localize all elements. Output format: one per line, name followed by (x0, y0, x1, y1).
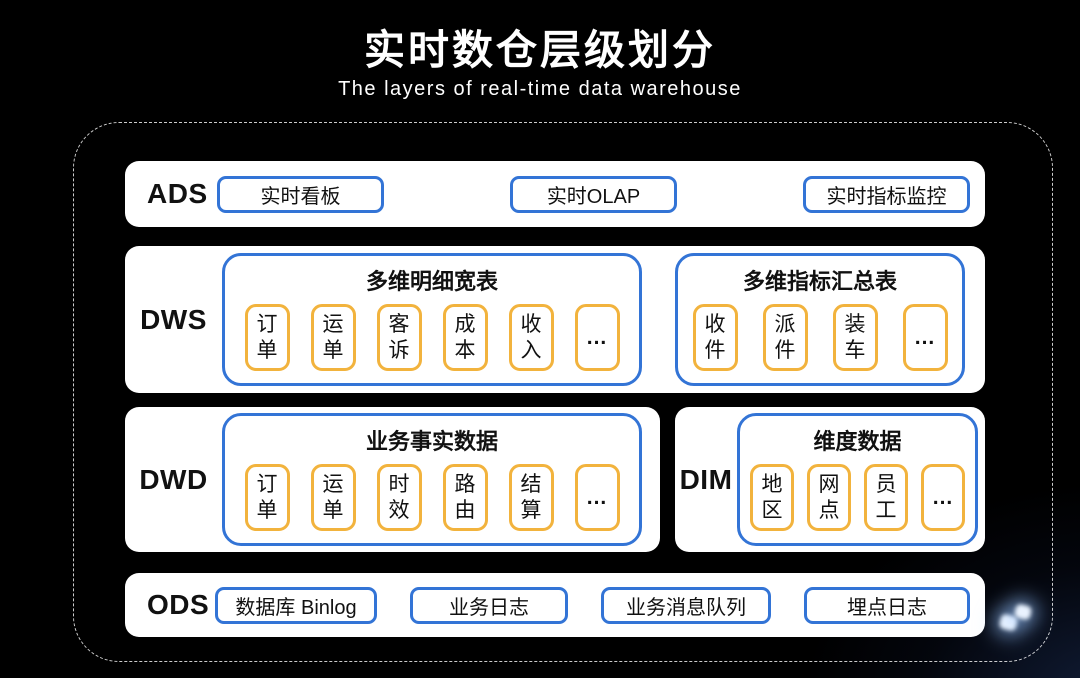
layer-label-ods: ODS (147, 589, 210, 620)
mini-box-branch: 网点 (807, 464, 851, 531)
layer-label-dwd: DWD (139, 463, 208, 495)
mini-box-revenue: 收入 (508, 304, 554, 371)
mini-box-waybill: 运单 (310, 304, 356, 371)
mini-box-pickup: 收件 (692, 304, 738, 371)
mini-box-routing: 路由 (442, 464, 488, 531)
group-title: 业务事实数据 (365, 429, 498, 454)
mini-box-order: 订单 (244, 464, 290, 531)
ods-chip-zone: 数据库 Binlog 业务日志 业务消息队列 埋点日志 (215, 586, 985, 624)
mini-box-row: 地区 网点 员工 ... (750, 464, 965, 531)
group-dimension-data: 维度数据 地区 网点 员工 ... (737, 413, 978, 546)
mini-box-more: ... (574, 304, 620, 371)
layer-row-dwd: DWD 业务事实数据 订单 运单 时效 路由 结算 ... (125, 407, 660, 552)
layer-row-ads: ADS 实时看板 实时OLAP 实时指标监控 (125, 161, 985, 227)
group-business-fact-data: 业务事实数据 订单 运单 时效 路由 结算 ... (222, 413, 642, 546)
page-subtitle: The layers of real-time data warehouse (338, 78, 742, 100)
layer-row-dws: DWS 多维明细宽表 订单 运单 客诉 成本 收入 ... 多维指标汇总表 收件… (125, 246, 985, 393)
mini-box-region: 地区 (750, 464, 794, 531)
group-multidim-detail-wide-table: 多维明细宽表 订单 运单 客诉 成本 收入 ... (222, 253, 642, 386)
layer-label-dws: DWS (140, 303, 207, 335)
layer-label-dim: DIM (679, 463, 733, 495)
mini-box-delivery: 派件 (762, 304, 808, 371)
ads-chip-zone: 实时看板 实时OLAP 实时指标监控 (217, 175, 985, 213)
mini-box-waybill: 运单 (310, 464, 356, 531)
mini-box-more: ... (921, 464, 965, 531)
chip-realtime-metric-monitor: 实时指标监控 (803, 175, 970, 213)
layer-row-dim: DIM 维度数据 地区 网点 员工 ... (675, 407, 985, 552)
dashed-frame (73, 122, 1053, 662)
chip-database-binlog: 数据库 Binlog (215, 586, 377, 624)
mini-box-more: ... (902, 304, 948, 371)
chip-business-message-queue: 业务消息队列 (601, 586, 771, 624)
group-multidim-metric-summary-table: 多维指标汇总表 收件 派件 装车 ... (675, 253, 965, 386)
group-title: 多维明细宽表 (365, 269, 498, 294)
chip-realtime-olap: 实时OLAP (510, 175, 677, 213)
mini-box-more: ... (574, 464, 620, 531)
mini-box-settlement: 结算 (508, 464, 554, 531)
layer-row-ods: ODS 数据库 Binlog 业务日志 业务消息队列 埋点日志 (125, 573, 985, 637)
chip-business-log: 业务日志 (410, 586, 568, 624)
mini-box-complaint: 客诉 (376, 304, 422, 371)
mini-box-row: 订单 运单 客诉 成本 收入 ... (235, 304, 629, 371)
page-title: 实时数仓层级划分 (364, 27, 716, 73)
mini-box-cost: 成本 (442, 304, 488, 371)
mini-box-timeliness: 时效 (376, 464, 422, 531)
layer-label-ads: ADS (147, 178, 208, 209)
group-title: 多维指标汇总表 (742, 269, 897, 294)
chip-realtime-dashboard: 实时看板 (217, 175, 384, 213)
mini-box-loading: 装车 (832, 304, 878, 371)
chip-tracking-log: 埋点日志 (804, 586, 970, 624)
mini-box-row: 收件 派件 装车 ... (688, 304, 952, 371)
group-title: 维度数据 (813, 429, 902, 454)
mini-box-employee: 员工 (864, 464, 908, 531)
mini-box-order: 订单 (244, 304, 290, 371)
mini-box-row: 订单 运单 时效 路由 结算 ... (235, 464, 629, 531)
